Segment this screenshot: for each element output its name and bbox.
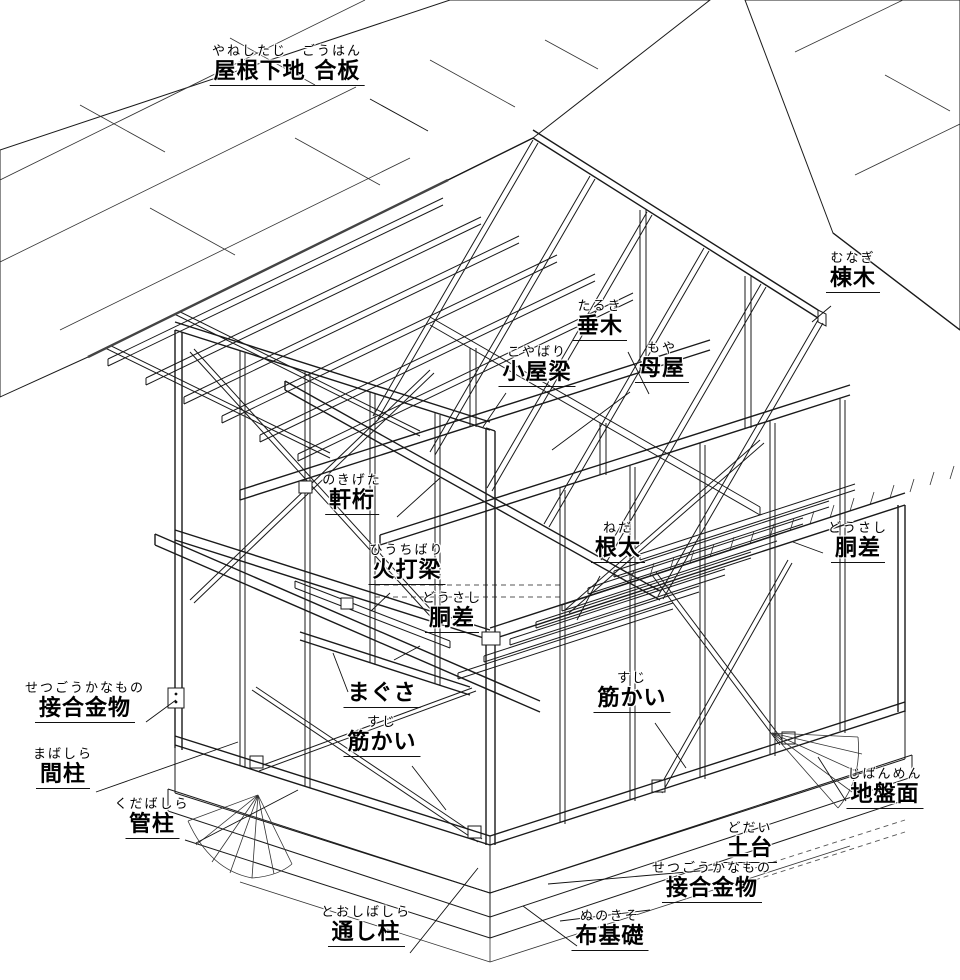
label-eaves-girder-furigana: のきげた [322, 473, 382, 488]
label-angle-brace-beam-text: 火打梁 [368, 559, 446, 585]
label-roof-beam-text: 小屋梁 [498, 361, 576, 387]
label-standard-post-text: 管柱 [124, 813, 180, 839]
label-girder-right: どうさし 胴差 [828, 522, 888, 563]
floor-joists [457, 483, 856, 680]
label-joint-hardware-left: せつごうかなもの 接合金物 [25, 682, 145, 723]
label-stud: まばしら 間柱 [33, 748, 93, 789]
label-strip-foundation-text: 布基礎 [571, 925, 649, 951]
label-ridge-beam-text: 棟木 [825, 267, 881, 293]
label-ridge-beam: むなぎ 棟木 [825, 251, 881, 293]
label-rafter-text: 垂木 [572, 315, 628, 341]
label-joint-hardware-bottom-furigana: せつごうかなもの [651, 861, 773, 876]
label-purlin-text: 母屋 [634, 357, 690, 383]
label-ridge-beam-furigana: むなぎ [830, 251, 876, 266]
label-girder-right-furigana: どうさし [827, 521, 889, 536]
label-girder-left: どうさし 胴差 [422, 592, 482, 633]
label-joint-hardware-bottom: せつごうかなもの 接合金物 [652, 862, 772, 903]
label-girder-left-furigana: どうさし [421, 591, 483, 606]
label-purlin-furigana: もや [646, 341, 678, 356]
roof-sheathing-panel [0, 0, 711, 398]
label-angle-brace-beam-furigana: ひうちばり [369, 543, 445, 558]
roof-sheathing-panel-right [744, 0, 960, 331]
eaves-girder [284, 380, 661, 601]
label-strip-foundation-furigana: ぬのきそ [580, 909, 640, 924]
label-roof-sheathing-furigana: やねしたじ ごうはん [211, 44, 363, 59]
label-roof-beam-furigana: こやばり [506, 345, 568, 360]
sill-beam [174, 701, 906, 846]
purlins [429, 316, 761, 516]
label-continuous-post-text: 通し柱 [327, 921, 405, 947]
girder-front [154, 533, 541, 713]
label-lintel: まぐさ [343, 682, 421, 708]
label-floor-joist-text: 根太 [590, 537, 646, 563]
right-wall-frame [559, 398, 906, 824]
label-brace-right-text: 筋かい [593, 687, 671, 713]
horizontal-angle-brace [294, 580, 560, 649]
label-brace-left-text: 筋かい [343, 731, 421, 757]
label-stud-furigana: まばしら [32, 747, 94, 762]
label-roof-sheathing: やねしたじ ごうはん 屋根下地 合板 [209, 44, 365, 86]
girder-right [489, 492, 906, 641]
label-continuous-post: とおしばしら 通し柱 [321, 906, 411, 947]
label-floor-joist-furigana: ねだ [602, 521, 634, 536]
label-angle-brace-beam: ひうちばり 火打梁 [368, 543, 446, 585]
king-posts [469, 210, 752, 475]
label-brace-right-furigana: すじ [616, 671, 648, 686]
label-continuous-post-furigana: とおしばしら [320, 905, 412, 920]
label-roof-beam: こやばり 小屋梁 [498, 345, 576, 387]
label-ground-surface-text: 地盤面 [846, 783, 924, 809]
label-strip-foundation: ぬのきそ 布基礎 [571, 909, 649, 951]
label-girder-right-text: 胴差 [830, 537, 886, 563]
label-standard-post: くだばしら 管柱 [114, 798, 189, 839]
label-eaves-girder-text: 軒桁 [324, 489, 379, 515]
label-brace-left: すじ 筋かい [343, 715, 421, 757]
label-standard-post-furigana: くだばしら [114, 797, 190, 812]
label-sill: どだい 土台 [722, 821, 778, 863]
label-joint-hardware-bottom-text: 接合金物 [661, 877, 763, 903]
label-roof-sheathing-text: 屋根下地 合板 [209, 60, 365, 86]
label-brace-right: すじ 筋かい [593, 671, 671, 713]
leader-lines [95, 98, 847, 954]
left-wall-frame [174, 321, 491, 843]
foundation [167, 711, 913, 963]
ground-hatching [187, 732, 863, 879]
label-girder-left-text: 胴差 [424, 607, 480, 633]
label-eaves-girder: のきげた 軒桁 [322, 474, 382, 515]
label-brace-left-furigana: すじ [366, 715, 398, 730]
label-sill-text: 土台 [722, 837, 778, 863]
label-sill-furigana: どだい [727, 821, 773, 836]
label-ground-surface: じばんめん 地盤面 [846, 767, 924, 809]
label-purlin: もや 母屋 [634, 341, 690, 383]
rafters [372, 139, 824, 600]
label-joint-hardware-left-furigana: せつごうかなもの [24, 681, 146, 696]
label-ground-surface-furigana: じばんめん [847, 767, 923, 782]
label-joint-hardware-left-text: 接合金物 [34, 697, 136, 723]
label-stud-text: 間柱 [35, 763, 91, 789]
label-rafter-furigana: たるき [577, 299, 623, 314]
ridge-beam [532, 129, 827, 327]
label-lintel-text: まぐさ [343, 682, 421, 708]
label-rafter: たるき 垂木 [572, 299, 628, 341]
joist-end-row [629, 465, 955, 584]
label-floor-joist: ねだ 根太 [590, 521, 646, 563]
